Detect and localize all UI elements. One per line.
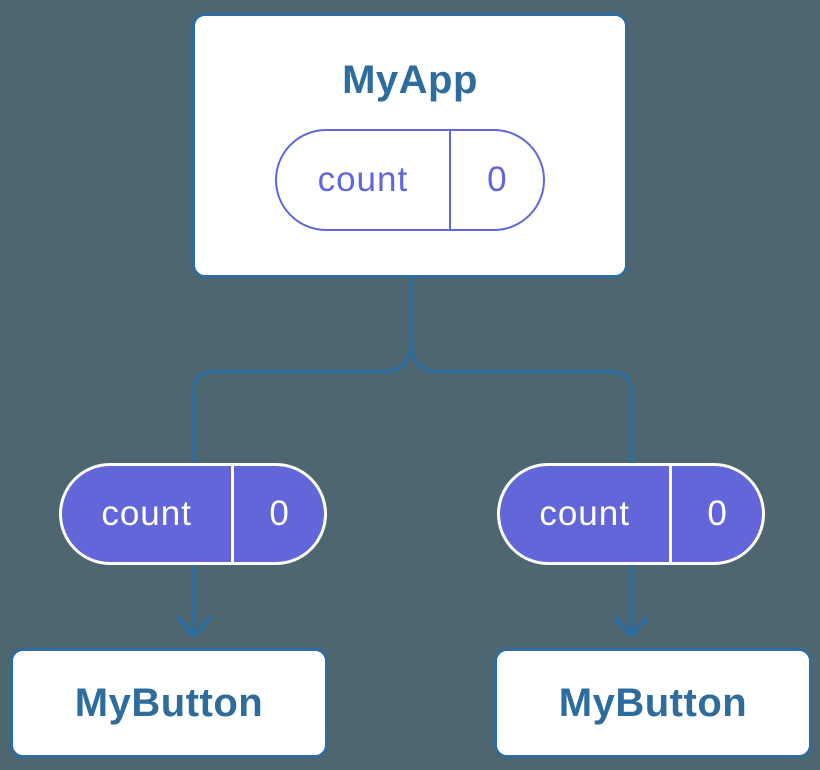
- left-branch-connector: [192, 341, 413, 468]
- state-pill-label: count: [317, 160, 409, 199]
- component-name-mybutton-left: MyButton: [74, 680, 264, 725]
- prop-pill-left-label: count: [101, 494, 192, 533]
- component-node-myapp: MyApp count 0: [192, 13, 628, 278]
- right-arrowhead-icon: [613, 616, 649, 638]
- prop-pill-right: count 0: [497, 463, 765, 565]
- state-pill: count 0: [275, 129, 545, 231]
- component-node-mybutton-left: MyButton: [10, 648, 328, 758]
- prop-pill-right-label: count: [539, 494, 630, 533]
- component-name-mybutton-right: MyButton: [558, 680, 748, 725]
- prop-pill-right-value: 0: [669, 466, 762, 562]
- prop-pill-left-value: 0: [231, 466, 324, 562]
- state-pill-value: 0: [448, 131, 543, 229]
- left-arrowhead-icon: [176, 616, 212, 638]
- component-name-myapp: MyApp: [342, 58, 478, 102]
- right-branch-connector: [409, 341, 633, 468]
- component-node-mybutton-right: MyButton: [494, 648, 812, 758]
- prop-pill-left: count 0: [59, 463, 327, 565]
